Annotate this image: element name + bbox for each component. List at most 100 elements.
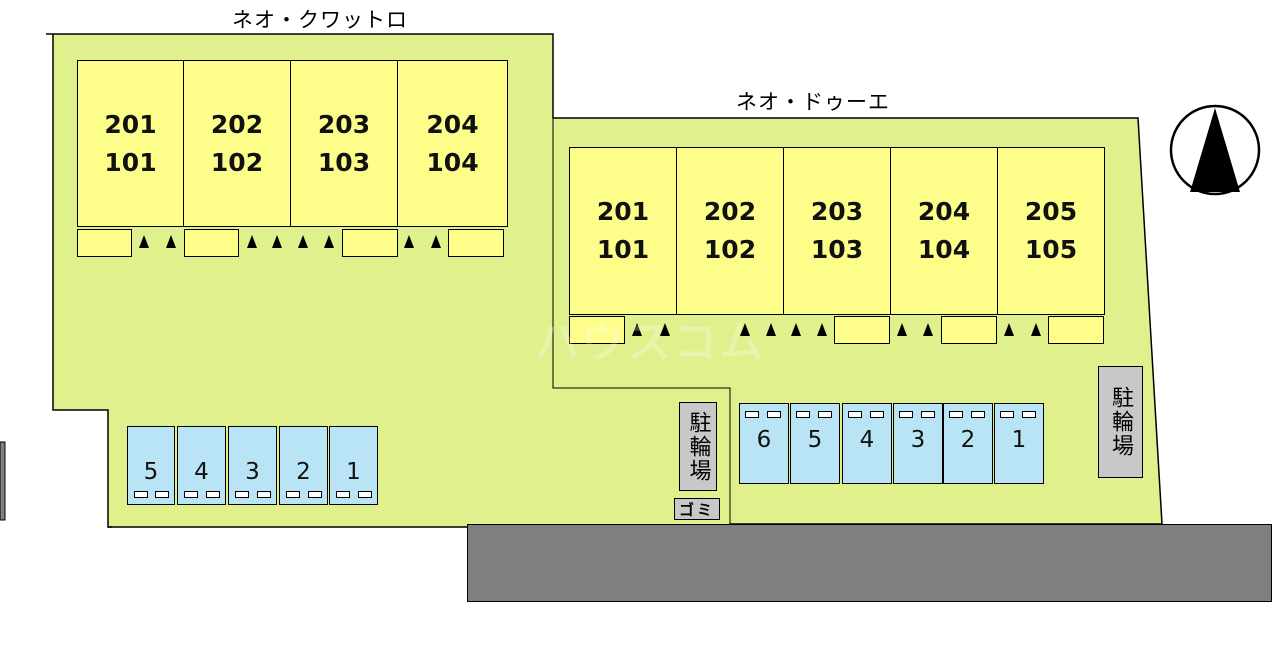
parking-space[interactable]: 4	[842, 403, 892, 484]
wheel-stop	[848, 411, 862, 418]
wheel-stop	[235, 491, 249, 498]
shrub-icon	[897, 323, 907, 336]
unit-label: 204 104	[426, 109, 479, 177]
wheel-stop	[336, 491, 350, 498]
unit-label: 204 104	[917, 197, 971, 264]
unit-label: 202 102	[210, 109, 264, 177]
parking-space[interactable]: 1	[329, 426, 378, 505]
watermark: ハウスコム	[535, 317, 765, 368]
shrub-icon	[817, 323, 827, 336]
wheel-stop	[796, 411, 810, 418]
wheel-stop	[818, 411, 832, 418]
parking-space[interactable]: 5	[790, 403, 840, 484]
parking-number: 2	[960, 427, 976, 453]
unit-left-3[interactable]: 203 103	[290, 60, 398, 227]
shrub-icon	[324, 235, 334, 248]
porch-box	[342, 229, 398, 257]
porch-box	[1048, 316, 1104, 344]
shrub-icon	[766, 323, 776, 336]
wheel-stop	[971, 411, 985, 418]
porch-box	[941, 316, 997, 344]
parking-space[interactable]: 3	[893, 403, 943, 484]
shrub-icon	[740, 323, 750, 336]
unit-right-5[interactable]: 205 105	[997, 147, 1105, 315]
parking-space[interactable]: 4	[177, 426, 226, 505]
parking-number: 2	[296, 459, 311, 485]
parking-number: 1	[346, 459, 361, 485]
shrub-icon	[272, 235, 282, 248]
bicycle-parking-right: 駐輪場	[1098, 366, 1143, 478]
shrub-icon	[404, 235, 414, 248]
shrub-icon	[298, 235, 308, 248]
parking-number: 1	[1011, 427, 1027, 453]
road-edge-left	[0, 441, 6, 521]
porch-box	[77, 229, 132, 257]
wheel-stop	[767, 411, 781, 418]
shrub-icon	[139, 235, 149, 248]
wheel-stop	[949, 411, 963, 418]
wheel-stop	[286, 491, 300, 498]
wheel-stop	[1022, 411, 1036, 418]
unit-right-2[interactable]: 202 102	[676, 147, 784, 315]
bicycle-parking-label: 駐輪場	[1108, 386, 1133, 458]
parking-number: 3	[910, 427, 926, 453]
unit-label: 203 103	[810, 197, 864, 264]
parking-number: 6	[756, 427, 772, 453]
parking-number: 5	[143, 459, 159, 485]
shrub-icon	[1031, 323, 1041, 336]
unit-right-4[interactable]: 204 104	[890, 147, 998, 315]
building-name-right: ネオ・ドゥーエ	[736, 90, 890, 114]
wheel-stop	[358, 491, 372, 498]
parking-number: 4	[194, 459, 209, 485]
wheel-stop	[257, 491, 271, 498]
unit-label: 205 105	[1024, 197, 1078, 264]
wheel-stop	[921, 411, 935, 418]
north-arrow-icon	[1169, 104, 1261, 196]
parking-number: 5	[807, 427, 823, 453]
unit-left-2[interactable]: 202 102	[183, 60, 291, 227]
wheel-stop	[308, 491, 322, 498]
unit-right-3[interactable]: 203 103	[783, 147, 891, 315]
shrub-icon	[1004, 323, 1014, 336]
shrub-icon	[632, 323, 642, 336]
wheel-stop	[870, 411, 884, 418]
porch-box	[184, 229, 239, 257]
unit-left-4[interactable]: 204 104	[397, 60, 508, 227]
garbage-station: ゴミ	[674, 498, 720, 520]
lot-inner-edge	[552, 118, 731, 524]
porch-box	[569, 316, 625, 344]
shrub-icon	[923, 323, 933, 336]
shrub-icon	[791, 323, 801, 336]
shrub-icon	[166, 235, 176, 248]
wheel-stop	[745, 411, 759, 418]
parking-number: 3	[245, 459, 260, 485]
wheel-stop	[206, 491, 220, 498]
road	[467, 524, 1272, 602]
porch-box	[834, 316, 890, 344]
bicycle-parking-center: 駐輪場	[679, 402, 717, 491]
parking-space[interactable]: 3	[228, 426, 277, 505]
shrub-icon	[247, 235, 257, 248]
parking-space[interactable]: 2	[279, 426, 328, 505]
shrub-icon	[660, 323, 670, 336]
parking-space[interactable]: 1	[994, 403, 1044, 484]
unit-label: 202 102	[703, 197, 757, 264]
parking-number: 4	[859, 427, 875, 453]
unit-right-1[interactable]: 201 101	[569, 147, 677, 315]
shrub-icon	[431, 235, 441, 248]
porch-box	[448, 229, 504, 257]
parking-space[interactable]: 2	[943, 403, 993, 484]
building-name-left: ネオ・クワットロ	[232, 8, 408, 32]
wheel-stop	[899, 411, 913, 418]
parking-space[interactable]: 6	[739, 403, 789, 484]
unit-label: 201 101	[596, 197, 650, 264]
unit-label: 201 101	[104, 109, 157, 177]
wheel-stop	[134, 491, 148, 498]
unit-label: 203 103	[317, 109, 371, 177]
parking-space[interactable]: 5	[127, 426, 175, 505]
unit-left-1[interactable]: 201 101	[77, 60, 184, 227]
wheel-stop	[155, 491, 169, 498]
wheel-stop	[184, 491, 198, 498]
bicycle-parking-label: 駐輪場	[685, 410, 711, 483]
wheel-stop	[1000, 411, 1014, 418]
